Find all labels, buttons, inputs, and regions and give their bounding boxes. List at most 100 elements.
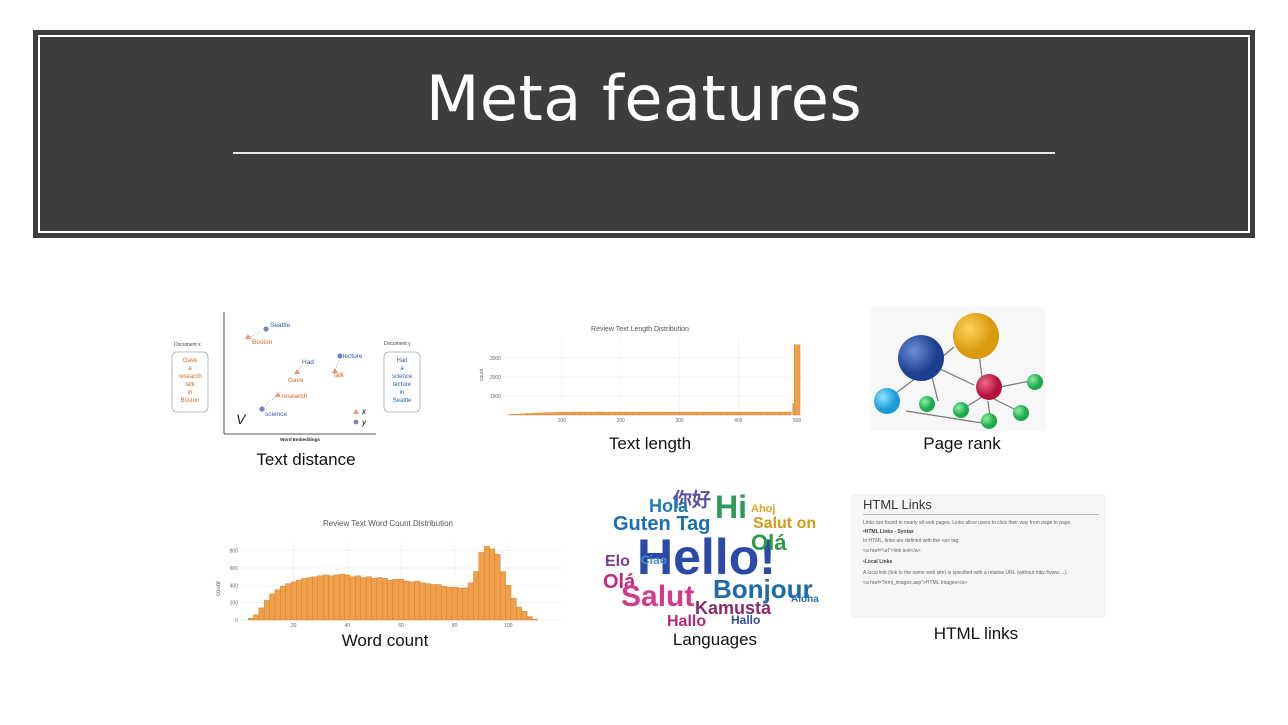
- histogram-bar: [538, 412, 545, 416]
- cloud-word: Kamusta: [695, 598, 772, 618]
- histogram-bar: [520, 413, 527, 416]
- point-label: Had: [302, 359, 314, 366]
- histogram-bar: [483, 546, 490, 621]
- histogram-bar: [779, 411, 786, 416]
- cloud-word: Ahoj: [751, 503, 775, 515]
- doc-x-word: research: [178, 374, 201, 380]
- doc-x-box: [171, 351, 209, 413]
- doc-y-word: Had: [396, 358, 407, 364]
- chart-title: Review Text Word Count Distribution: [323, 519, 453, 528]
- word-count-chart: Review Text Word Count Distribution coun…: [216, 519, 562, 629]
- histogram-bar: [561, 412, 568, 416]
- point-label: research: [282, 393, 308, 400]
- histogram-bar: [614, 411, 621, 416]
- doc-y-word: Seattle: [393, 398, 412, 404]
- histogram-bar: [344, 574, 351, 621]
- histogram-bar: [702, 411, 710, 416]
- histogram-bar: [505, 585, 512, 621]
- html-links-line: <a href="html_images.asp">HTML Images</a…: [863, 580, 968, 586]
- histogram-bar: [280, 585, 286, 621]
- y-tick-label: 0: [235, 618, 238, 624]
- histogram-bar: [726, 411, 733, 416]
- html-links-line: A local link (link to the same web site)…: [863, 570, 1068, 576]
- histogram-bar: [462, 587, 469, 621]
- histogram-bar: [408, 581, 415, 621]
- histogram-bar: [555, 412, 562, 416]
- caption-languages: Languages: [672, 630, 758, 649]
- title-underline: [233, 152, 1055, 154]
- histogram-bar: [655, 411, 662, 416]
- doc-x-word: Gave: [183, 358, 198, 364]
- cloud-word: Elo: [605, 553, 630, 570]
- caption-word-count: Word count: [341, 631, 429, 650]
- histogram-bar: [549, 412, 557, 416]
- histogram-bar: [269, 593, 276, 621]
- histogram-bar: [749, 411, 757, 416]
- x-tick-label: 60: [398, 623, 404, 629]
- page-rank-graph: [874, 313, 1043, 429]
- node-cyan: [874, 388, 900, 414]
- node-green: [1013, 405, 1029, 421]
- histogram-bar: [667, 411, 674, 416]
- histogram-bar: [296, 579, 302, 621]
- histogram-bar: [322, 574, 329, 621]
- title-banner: [33, 30, 1255, 238]
- histogram-bar: [263, 599, 270, 621]
- node-large-blue: [898, 335, 944, 381]
- histogram-bar: [794, 344, 801, 416]
- histogram-bar: [306, 577, 313, 621]
- point-gave: [294, 369, 300, 374]
- caption-html-links: HTML links: [933, 624, 1019, 643]
- word-count-figure: Review Text Word Count Distribution coun…: [212, 514, 565, 630]
- histogram-bar: [392, 579, 399, 621]
- histogram-bar: [514, 414, 521, 416]
- histogram-bar: [274, 589, 281, 621]
- histogram-bar: [596, 411, 604, 416]
- doc-y-word: lecture: [393, 382, 412, 388]
- histogram-bar: [679, 411, 686, 416]
- histogram-bar: [608, 411, 615, 416]
- point-label: science: [265, 411, 287, 418]
- histogram-bar: [526, 413, 533, 416]
- histogram-bar: [620, 411, 627, 416]
- legend-x-marker: [353, 409, 359, 414]
- histogram-bar: [638, 411, 645, 416]
- space-symbol: V: [236, 411, 247, 427]
- cloud-word: Aloha: [791, 594, 819, 605]
- histogram-bar: [451, 586, 458, 621]
- doc-y-box: [383, 351, 421, 413]
- histogram-bar: [355, 575, 361, 621]
- doc-y-label: Document y: [384, 341, 411, 347]
- histogram-bar: [761, 411, 768, 416]
- histogram-bar: [626, 411, 633, 416]
- html-links-line: Links are found in nearly all web pages.…: [863, 520, 1072, 526]
- histogram-bar: [371, 578, 378, 621]
- cloud-word: Salut: [621, 580, 694, 613]
- cloud-word: Ciao: [641, 553, 667, 567]
- text-length-chart: Review Text Length Distribution count 30…: [479, 326, 803, 424]
- y-tick-label: 800: [230, 549, 239, 555]
- html-links-line: <a href="url">link text</a>: [863, 548, 921, 554]
- doc-x-word: talk: [185, 382, 195, 388]
- cloud-word: Hi: [715, 489, 747, 525]
- y-tick-label: 2000: [490, 375, 501, 381]
- histogram-bar: [732, 411, 739, 416]
- x-tick-label: 300: [675, 418, 684, 424]
- histogram-bar: [349, 576, 356, 621]
- legend-y-label: y: [361, 418, 367, 427]
- x-tick-label: 100: [504, 623, 513, 629]
- cloud-word: Hola: [649, 496, 689, 516]
- histogram-bar: [478, 552, 485, 621]
- histogram-bar: [602, 411, 610, 416]
- title-banner-frame: [38, 35, 1250, 233]
- y-tick-label: 200: [230, 601, 239, 607]
- histogram-bar: [494, 553, 501, 621]
- point-label: Boston: [252, 339, 273, 346]
- y-axis-title: count: [479, 368, 485, 381]
- histogram-bar: [720, 411, 727, 416]
- histogram-bar: [532, 618, 539, 621]
- histogram-bar: [301, 578, 308, 621]
- histogram-bar: [579, 411, 586, 416]
- histogram-bar: [785, 411, 792, 416]
- y-tick-label: 3000: [490, 356, 501, 362]
